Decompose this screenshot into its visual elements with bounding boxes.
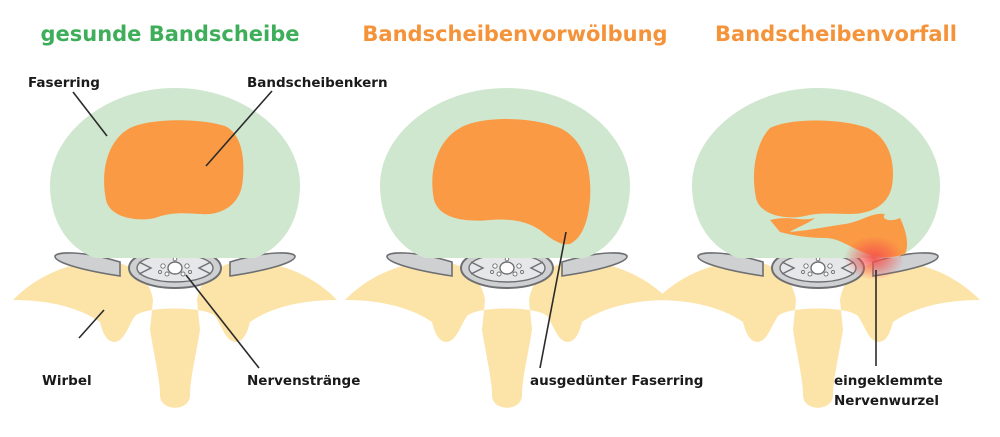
label-root-line2: Nervenwurzel bbox=[834, 393, 939, 409]
leader-line bbox=[72, 91, 108, 137]
title-herniated-disc: Bandscheibenvorfall bbox=[715, 22, 957, 46]
label-annulus: Faserring bbox=[28, 75, 100, 91]
panel-bulging bbox=[344, 88, 670, 409]
label-nucleus: Bandscheibenkern bbox=[247, 75, 388, 91]
inflamed-nerve-root bbox=[844, 236, 904, 280]
panel-herniated bbox=[655, 88, 981, 409]
label-nerve-cords: Nervenstränge bbox=[247, 373, 360, 389]
label-root-line1: eingeklemmte bbox=[834, 373, 943, 389]
nucleus-pulposus-bulging bbox=[432, 119, 591, 245]
leader-line bbox=[205, 90, 273, 167]
leader-line bbox=[539, 231, 567, 369]
leader-line bbox=[185, 274, 260, 369]
title-bulging-disc: Bandscheibenvorwölbung bbox=[362, 22, 667, 46]
nucleus-pulposus bbox=[753, 120, 893, 218]
panel-healthy bbox=[12, 88, 338, 409]
label-thinned-annulus: ausgedünter Faserring bbox=[530, 373, 703, 389]
label-vertebra: Wirbel bbox=[42, 373, 92, 389]
leader-line bbox=[78, 309, 105, 339]
title-healthy-disc: gesunde Bandscheibe bbox=[40, 22, 299, 46]
nucleus-pulposus bbox=[104, 120, 244, 220]
